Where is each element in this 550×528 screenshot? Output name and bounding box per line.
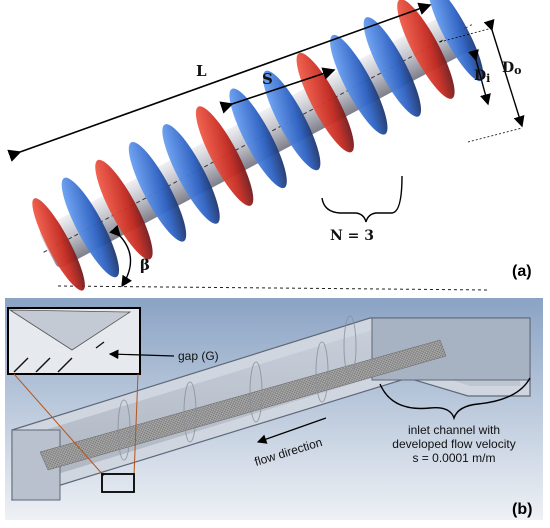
outer-diameter-arrow <box>483 18 525 128</box>
blade <box>95 159 153 260</box>
inner-diameter-arrow <box>468 49 491 106</box>
panel-a: L S Do Di N = 3 β (a) <box>7 0 532 291</box>
gap-label: gap (G) <box>178 349 219 363</box>
panel-a-tag: (a) <box>512 263 532 280</box>
turns-bracket-icon <box>321 175 403 223</box>
outer-extent-line-top <box>439 27 493 43</box>
inlet-label-line3: s = 0.0001 m/m <box>412 451 495 465</box>
flow-arrow-icon <box>256 417 327 444</box>
inset-blade <box>8 309 132 351</box>
turns-label: N = 3 <box>330 228 374 244</box>
zoom-line-lower <box>133 373 139 477</box>
pitch-label: S <box>262 70 273 88</box>
inlet-label-line1: inlet channel with <box>408 423 500 437</box>
mesh-blades <box>117 315 357 461</box>
angle-arc <box>109 224 133 288</box>
zoom-line-upper <box>13 373 105 477</box>
screw-mesh <box>39 339 447 471</box>
zoom-source-box <box>101 473 135 493</box>
angle-label: β <box>140 256 150 274</box>
blade <box>32 198 85 291</box>
inner-diameter-label: Di <box>474 68 490 85</box>
outlet-channel <box>11 429 61 501</box>
inlet-label-line2: developed flow velocity <box>392 437 515 451</box>
inlet-channel <box>371 317 531 381</box>
length-label: L <box>196 62 207 80</box>
baseline-dashed <box>57 285 491 291</box>
outer-diameter-label: Do <box>502 60 521 77</box>
blade <box>128 141 187 242</box>
panel-b-tag: (b) <box>512 501 532 518</box>
gap-arrow-icon <box>108 349 175 360</box>
inlet-bracket-icon <box>379 377 531 421</box>
inset-mesh-lines <box>13 341 105 373</box>
panel-b: gap (G) flow direction inlet channel wit… <box>5 298 543 520</box>
outer-extent-line-bottom <box>467 127 523 143</box>
screw-blades <box>32 0 484 291</box>
blade <box>61 177 120 278</box>
pitch-arrow <box>219 67 336 114</box>
